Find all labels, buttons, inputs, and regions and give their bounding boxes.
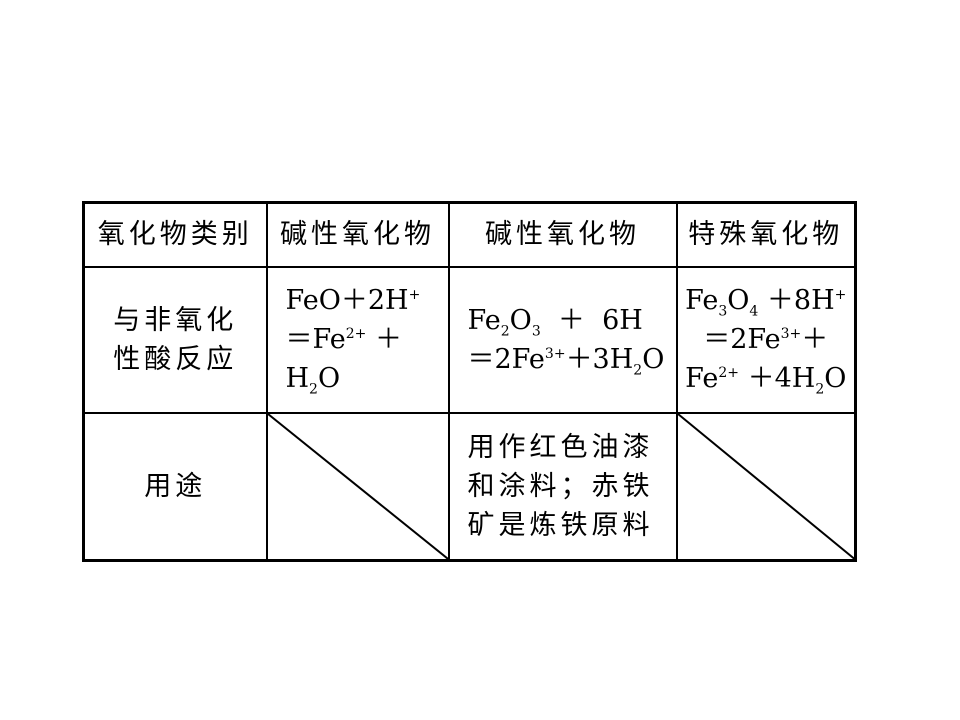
fe2o3-uses-line-1: 用作红色油漆 <box>467 431 654 463</box>
feo-eq-line-3: H2O <box>285 363 341 398</box>
fe2o3-eq-line-2: ＝2Fe3+＋3H2O <box>467 343 665 379</box>
fe2o3-eq-line-1: Fe2O3 ＋ 6H <box>467 304 643 340</box>
diagonal-slash-fe3o4 <box>678 414 855 559</box>
oxide-table: 氧化物类别 碱性氧化物 碱性氧化物 特殊氧化物 与非氧化 性酸反应 FeO＋2H… <box>82 200 857 563</box>
cell-fe3o4-uses-empty <box>675 412 857 563</box>
header-basic-oxide-2: 碱性氧化物 <box>447 200 678 268</box>
table-header-row: 氧化物类别 碱性氧化物 碱性氧化物 特殊氧化物 <box>82 200 857 268</box>
oxide-table-container: 氧化物类别 碱性氧化物 碱性氧化物 特殊氧化物 与非氧化 性酸反应 FeO＋2H… <box>82 200 857 563</box>
row-label-line-2: 性酸反应 <box>113 343 238 375</box>
cell-fe3o4-equation: Fe3O4 ＋8H+ ＝2Fe3+＋ Fe2+ ＋4H2O <box>675 265 857 415</box>
row-label-uses: 用途 <box>82 412 268 563</box>
fe3o4-eq-line-1: Fe3O4 ＋8H+ <box>685 285 847 320</box>
table-row-uses: 用途 用作红色油漆 和涂料；赤铁 矿是炼铁原料 <box>82 412 857 563</box>
header-basic-oxide-1: 碱性氧化物 <box>265 200 450 268</box>
fe3o4-eq-line-3: Fe2+ ＋4H2O <box>685 363 847 398</box>
row-label-line-1: 与非氧化 <box>113 304 238 336</box>
header-oxide-category: 氧化物类别 <box>82 200 268 268</box>
header-special-oxide: 特殊氧化物 <box>675 200 857 268</box>
row-label-acid-reaction: 与非氧化 性酸反应 <box>82 265 268 415</box>
cell-feo-uses-empty <box>265 412 450 563</box>
feo-eq-line-1: FeO＋2H+ <box>285 285 421 317</box>
cell-fe2o3-uses: 用作红色油漆 和涂料；赤铁 矿是炼铁原料 <box>447 412 678 563</box>
diagonal-slash-feo <box>268 414 448 559</box>
feo-eq-line-2: ＝Fe2+ ＋ <box>285 324 402 356</box>
cell-fe2o3-equation: Fe2O3 ＋ 6H ＝2Fe3+＋3H2O <box>447 265 678 415</box>
fe3o4-eq-line-2: ＝2Fe3+＋ <box>703 324 829 356</box>
fe2o3-uses-line-3: 矿是炼铁原料 <box>467 510 654 542</box>
cell-feo-equation: FeO＋2H+ ＝Fe2+ ＋ H2O <box>265 265 450 415</box>
fe2o3-uses-line-2: 和涂料；赤铁 <box>467 470 654 502</box>
table-row-acid-reaction: 与非氧化 性酸反应 FeO＋2H+ ＝Fe2+ ＋ H2O Fe2O3 ＋ 6H… <box>82 265 857 415</box>
